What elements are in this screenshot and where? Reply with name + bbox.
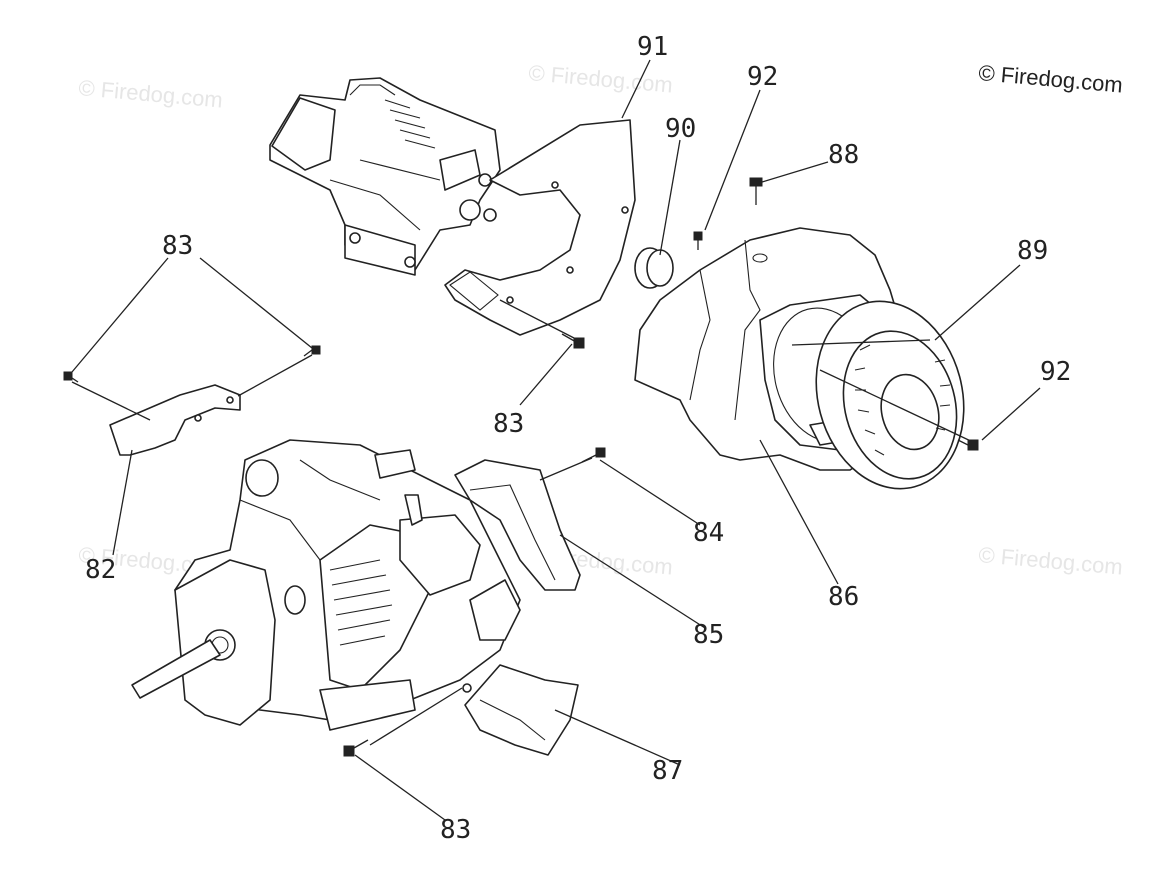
callout-84: 84 (693, 518, 724, 548)
callout-83-upper-left: 83 (162, 231, 193, 261)
watermark-dark: © Firedog.com (978, 60, 1124, 98)
engine-lower-assembly-icon (131, 439, 521, 731)
part-83-screw-left (63, 371, 79, 383)
watermark-1: © Firedog.com (78, 75, 224, 113)
recoil-starter-icon (815, 300, 965, 490)
callout-86: 86 (828, 582, 859, 612)
part-87-deflector (464, 664, 579, 756)
part-92-screw-right (957, 439, 979, 451)
leader-lines (71, 59, 1041, 821)
callout-82: 82 (85, 555, 116, 585)
part-82-bracket (109, 384, 241, 456)
part-83-screw-bottom (343, 739, 369, 757)
part-90-bushing (634, 247, 674, 289)
callout-85: 85 (693, 620, 724, 650)
engine-assembly-icon (269, 77, 501, 276)
callout-92-right: 92 (1040, 357, 1071, 387)
part-92-screw-upper (693, 231, 703, 250)
part-83-screw-middle (561, 333, 585, 349)
watermark-2: © Firedog.com (528, 60, 674, 98)
callout-92-top: 92 (747, 62, 778, 92)
part-91-shroud (444, 119, 636, 336)
callout-90: 90 (665, 114, 696, 144)
part-83-screw-upper (303, 345, 321, 357)
watermark-5: © Firedog.com (978, 542, 1124, 580)
callout-87: 87 (652, 756, 683, 786)
part-84-screw (581, 447, 606, 463)
part-85-air-cover (454, 459, 581, 591)
callout-88: 88 (828, 140, 859, 170)
callout-83-middle: 83 (493, 409, 524, 439)
callout-91: 91 (637, 32, 668, 62)
callout-83-bottom: 83 (440, 815, 471, 845)
callout-89: 89 (1017, 236, 1048, 266)
part-88-bolt (749, 177, 763, 205)
